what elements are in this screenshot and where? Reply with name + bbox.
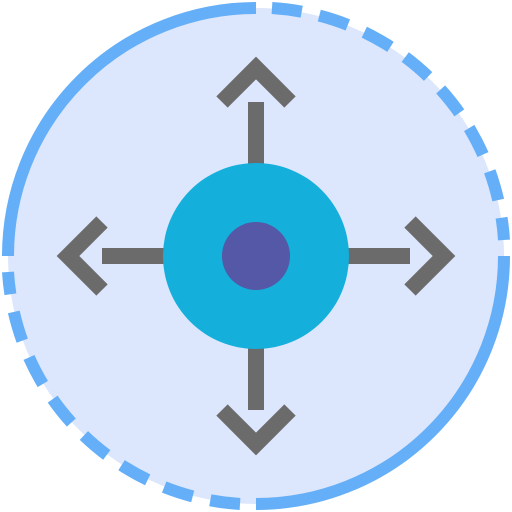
- ring-solid-arc-top-left: [2, 2, 257, 257]
- ring-solid-arc-bottom-right: [255, 255, 510, 510]
- center-inner-circle: [222, 222, 290, 290]
- ring-dashed-arc-top-right: [271, 2, 510, 241]
- ring-dashed-arc-bottom-left: [2, 271, 241, 510]
- arrow-up-head-icon: [216, 56, 296, 108]
- arrow-left-head-icon: [56, 216, 108, 296]
- arrow-right-head-icon: [404, 216, 456, 296]
- arrow-down-head-icon: [216, 404, 296, 456]
